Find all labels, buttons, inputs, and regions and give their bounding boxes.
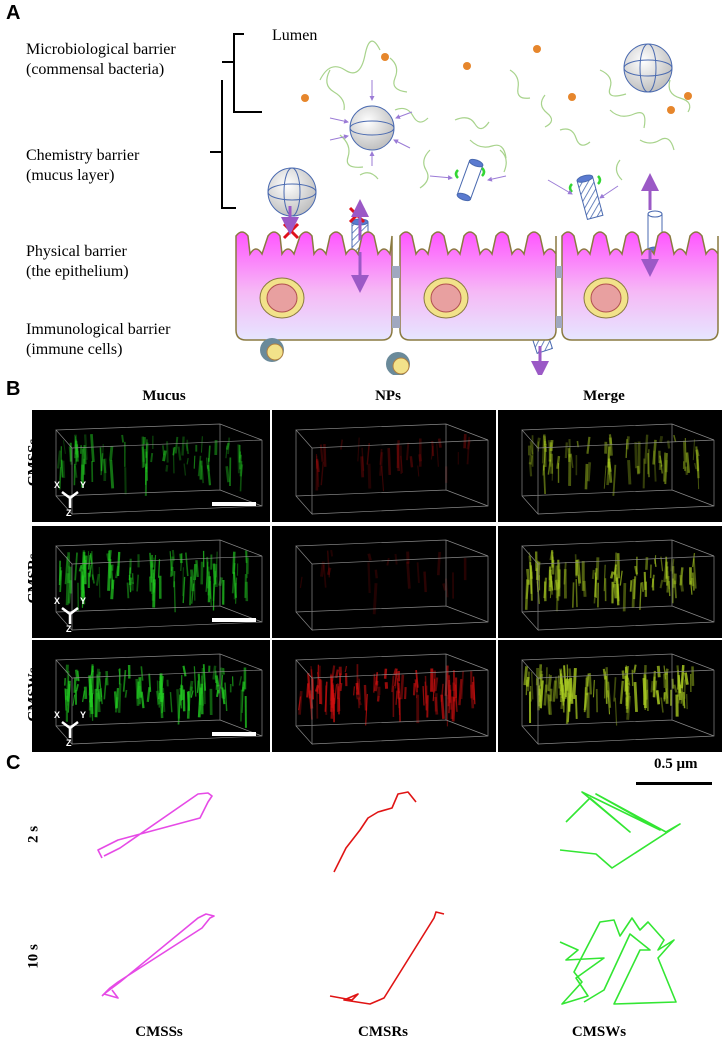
axis-label-x: X — [54, 710, 61, 720]
axis-glyph — [61, 491, 79, 508]
axis-label-z: Z — [66, 738, 72, 748]
physical-barrier-label: Physical barrier (the epithelium) — [26, 243, 129, 280]
micrograph-cmsrs-mucus: X Y Z — [32, 526, 270, 638]
trajectory-cmsrs-10s — [329, 911, 445, 1005]
micrograph-scale-bar — [212, 618, 256, 622]
axis-glyph — [61, 607, 79, 624]
trajectory-cmsrs-2s — [333, 791, 417, 873]
panel-letter-b: B — [6, 378, 21, 400]
micrograph-cmsss-merge — [498, 410, 722, 522]
axis-label-x: X — [54, 480, 61, 490]
panel-letter-c: C — [6, 752, 21, 774]
trajectory-label-cmsrs: CMSRs — [357, 1024, 408, 1040]
axis-glyph — [61, 721, 79, 738]
axis-label-z: Z — [66, 624, 72, 634]
micrograph-cmsrs-nps — [272, 526, 496, 638]
axis-label-x: X — [54, 596, 61, 606]
barrier-brackets — [210, 33, 262, 209]
column-title-mucus: Mucus — [142, 388, 186, 404]
micrograph-cmsws-mucus: X Y Z — [32, 640, 270, 752]
epithelium-cells — [235, 231, 719, 341]
axis-label-y: Y — [80, 710, 87, 720]
trajectory-cmsws-10s — [559, 917, 677, 1005]
micrograph-cmsss-nps — [272, 410, 496, 522]
trajectory-cmsss-2s — [97, 792, 213, 859]
mucus-fibres — [319, 40, 691, 189]
microbiological-barrier-label: Microbiological barrier (commensal bacte… — [26, 41, 176, 78]
diffusion-arrows — [329, 80, 619, 199]
tight-junctions — [392, 266, 562, 328]
column-title-nps: NPs — [375, 388, 401, 404]
transport-arrows — [281, 173, 659, 375]
trajectory-cmsss-10s — [101, 913, 215, 999]
micrograph-cmsws-nps — [272, 640, 496, 752]
micrograph-scale-bar — [212, 502, 256, 506]
axis-label-z: Z — [66, 508, 72, 518]
trajectory-plots — [97, 791, 681, 1005]
bacteria — [301, 45, 692, 114]
trajectory-cmsws-2s — [559, 791, 681, 869]
micrograph-scale-bar — [212, 732, 256, 736]
sphere-particles — [267, 43, 673, 217]
nuclei — [259, 277, 629, 319]
immunological-barrier-label: Immunological barrier (immune cells) — [26, 321, 171, 358]
micrograph-cmsss-mucus: X Y Z — [32, 410, 270, 522]
axis-label-y: Y — [80, 480, 87, 490]
scale-bar — [636, 782, 712, 785]
chemistry-barrier-label: Chemistry barrier (mucus layer) — [26, 147, 140, 184]
lumen-label: Lumen — [272, 27, 318, 44]
micrograph-cmsws-merge — [498, 640, 722, 752]
micrograph-cmsrs-merge — [498, 526, 722, 638]
panel-letter-a: A — [6, 2, 21, 24]
barrier-diagram — [210, 33, 719, 375]
trajectory-label-cmsws: CMSWs — [571, 1024, 627, 1040]
axis-label-y: Y — [80, 596, 87, 606]
scale-bar-label: 0.5 μm — [654, 756, 698, 772]
immune-cells — [260, 338, 410, 375]
trajectory-label-cmsss: CMSSs — [135, 1024, 183, 1040]
column-title-merge: Merge — [583, 388, 625, 404]
